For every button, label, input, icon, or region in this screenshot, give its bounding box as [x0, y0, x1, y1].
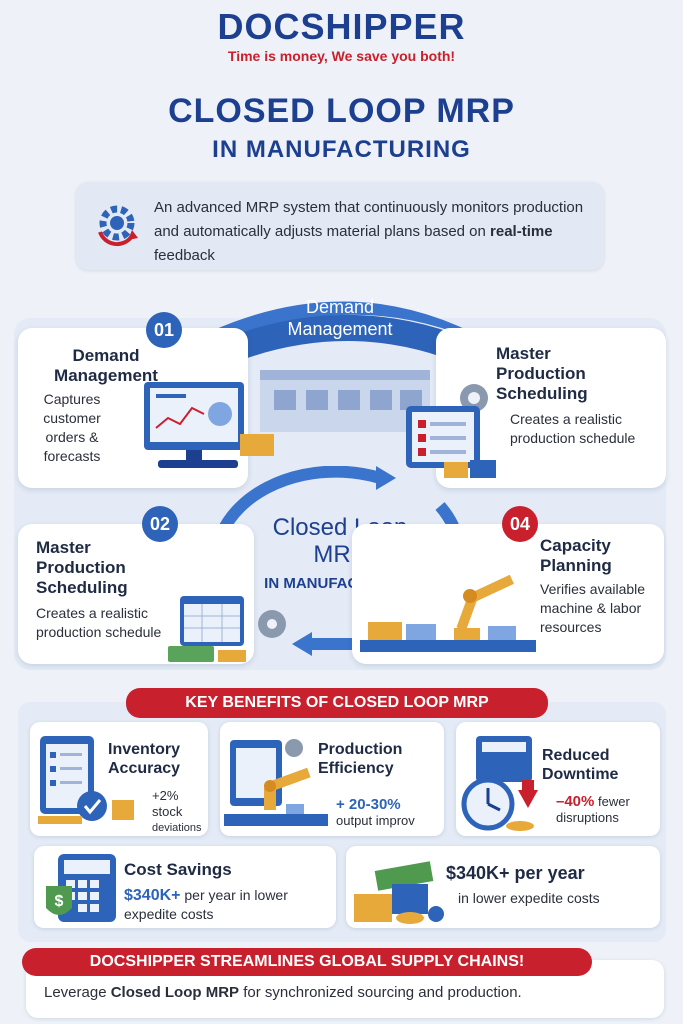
- benefit-title-line: Reduced: [542, 747, 610, 764]
- benefit-metric: $340K+: [124, 887, 181, 904]
- step-desc-line: Creates a realistic: [36, 605, 149, 621]
- robot-arm-icon: [360, 574, 536, 652]
- intro-text-part: An advanced MRP system that continuously…: [154, 199, 584, 240]
- benefit-metric: + 20-30%: [336, 796, 401, 813]
- intro-text: An advanced MRP system that continuously…: [154, 196, 584, 268]
- step-title-line: Demand: [72, 346, 140, 365]
- step-title-line: Scheduling: [36, 578, 128, 597]
- benefit-title: Reduced Downtime: [542, 746, 658, 784]
- step-title-line: Master: [496, 344, 551, 363]
- benefit-metric: +2%: [152, 788, 179, 803]
- cycle-top-label: Demand Management: [270, 296, 410, 340]
- clock-icon: [461, 736, 538, 831]
- footer-text: Leverage Closed Loop MRP for synchronize…: [44, 984, 664, 1001]
- footer-text-part: Leverage: [44, 984, 111, 1001]
- benefit-title-line: Accuracy: [108, 760, 181, 777]
- step-desc-line: Verifies available: [540, 581, 646, 597]
- laptop-robot-icon: [224, 739, 328, 826]
- benefit-title-line: Production: [318, 741, 403, 758]
- step-title: Capacity Planning: [540, 536, 660, 576]
- brand-tagline: Time is money, We save you both!: [227, 48, 456, 64]
- benefit-value: +2% stock deviations: [152, 788, 208, 836]
- gear-refresh-icon: [98, 205, 138, 247]
- footer-banner: DOCSHIPPER STREAMLINES GLOBAL SUPPLY CHA…: [22, 948, 592, 976]
- step-title-line: Capacity: [540, 536, 611, 555]
- step-desc-line: Captures: [43, 391, 101, 407]
- benefits-banner: KEY BENEFITS OF CLOSED LOOP MRP: [126, 688, 548, 718]
- benefit-desc-line: deviations: [152, 822, 202, 834]
- clipboard-checklist-icon: [406, 384, 496, 478]
- cycle-top-label-line: Management: [287, 319, 393, 339]
- benefit-title-line: Efficiency: [318, 760, 394, 777]
- step-title-line: Master: [36, 538, 91, 557]
- step-desc-line: orders &: [45, 429, 99, 445]
- step-desc-line: machine & labor: [540, 600, 642, 616]
- brand-header: DOCSHIPPER Time is money, We save you bo…: [0, 6, 683, 64]
- benefit-metric-suffix: per year in lower: [180, 887, 288, 903]
- benefit-metric-suffix: fewer: [594, 794, 630, 809]
- step-desc-line: forecasts: [43, 448, 101, 464]
- benefit-desc-line: stock: [152, 804, 183, 819]
- benefit-desc-line: expedite costs: [124, 906, 214, 922]
- step-title-line: Production: [36, 558, 126, 577]
- cash-stack-icon: [354, 861, 444, 924]
- benefit-title-line: Inventory: [108, 741, 181, 758]
- cycle-top-label-line: Demand: [305, 297, 375, 317]
- calendar-icon: [168, 596, 286, 662]
- step-title: Demand Management: [22, 346, 190, 386]
- page-subtitle: IN MANUFACTURING: [212, 136, 471, 163]
- benefit-value: + 20-30% output improv: [336, 796, 444, 829]
- step-title: Master Production Scheduling: [36, 538, 156, 598]
- computer-dashboard-icon: [144, 382, 274, 468]
- step-description: Captures customer orders & forecasts: [22, 390, 122, 466]
- step-desc-line: resources: [540, 619, 602, 635]
- footer-highlight: Closed Loop MRP: [110, 984, 240, 1001]
- benefit-title: Cost Savings: [124, 860, 232, 879]
- benefit-value: –40% fewer disruptions: [556, 794, 660, 826]
- calculator-dollar-icon: $: [46, 854, 116, 922]
- clipboard-check-icon: [38, 736, 134, 824]
- step-description: Creates a realistic production schedule: [510, 410, 662, 448]
- page-title: CLOSED LOOP MRP: [168, 92, 515, 130]
- step-title-line: Planning: [540, 556, 612, 575]
- step-number-badge: 04: [502, 506, 538, 542]
- benefit-desc-line: output improv: [336, 813, 415, 828]
- intro-highlight: real-time: [490, 223, 553, 240]
- benefit-title-line: Downtime: [542, 766, 619, 783]
- benefit-desc: in lower expedite costs: [458, 890, 600, 906]
- step-title: Master Production Scheduling: [496, 344, 646, 404]
- step-title-line: Management: [54, 366, 158, 385]
- step-description: Creates a realistic production schedule: [36, 604, 186, 642]
- step-desc-line: Creates a realistic: [510, 411, 623, 427]
- step-description: Verifies available machine & labor resou…: [540, 580, 664, 637]
- intro-text-end: feedback: [154, 247, 215, 264]
- svg-text:$: $: [55, 893, 64, 910]
- step-desc-line: production schedule: [510, 430, 636, 446]
- benefit-value: $340K+ per year in lower expedite costs: [124, 886, 334, 923]
- benefit-title: Inventory Accuracy: [108, 740, 204, 778]
- step-number-badge: 02: [142, 506, 178, 542]
- step-desc-line: customer: [43, 410, 101, 426]
- step-number-badge: 01: [146, 312, 182, 348]
- benefit-desc-line: disruptions: [556, 810, 619, 825]
- step-desc-line: production schedule: [36, 624, 162, 640]
- benefit-title: Production Efficiency: [318, 740, 438, 778]
- benefit-metric: –40%: [556, 793, 595, 810]
- brand-logo: DOCSHIPPER: [217, 6, 466, 47]
- footer-text-end: for synchronized sourcing and production…: [239, 984, 522, 1001]
- factory-icon: [260, 370, 430, 432]
- step-title-line: Scheduling: [496, 384, 588, 403]
- benefit-title: $340K+ per year: [446, 863, 585, 883]
- step-title-line: Production: [496, 364, 586, 383]
- intro-box: An advanced MRP system that continuously…: [76, 182, 604, 270]
